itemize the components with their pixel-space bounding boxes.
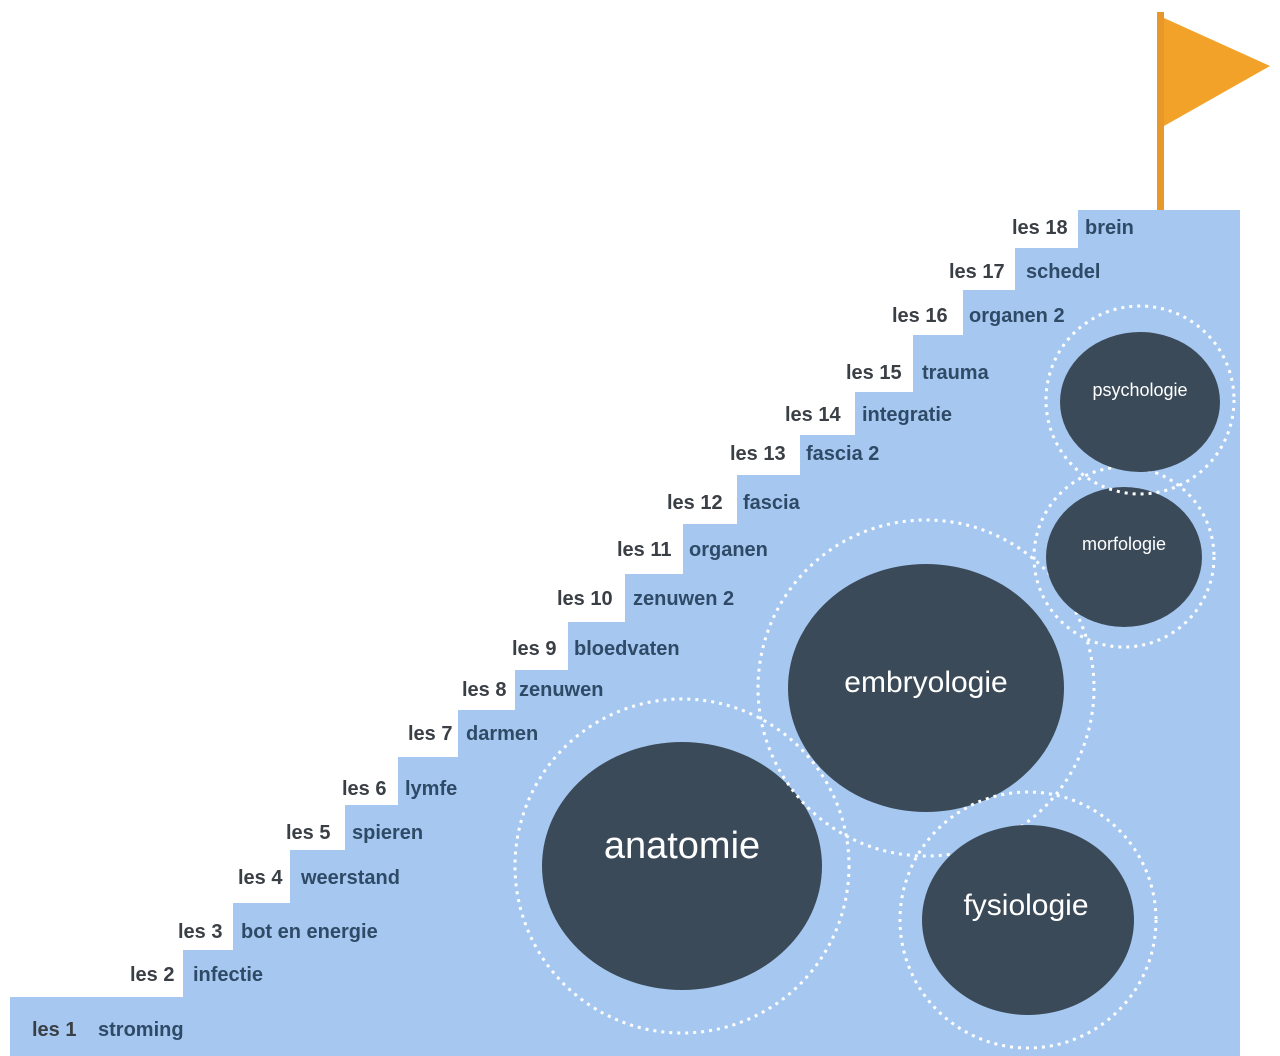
bubble-embryologie: embryologie [756,518,1096,858]
step-17-les-label: les 17 [949,261,1005,283]
bubble-psychologie-ring [1044,304,1236,496]
step-2-topic-label: infectie [193,964,263,986]
bubble-psychologie: psychologie [1044,304,1236,496]
bubble-morfologie: morfologie [1032,465,1216,649]
step-7-topic-label: darmen [466,723,538,745]
step-16-les-label: les 16 [892,305,948,327]
bubble-psychologie-disc [1060,332,1220,472]
bubble-psychologie-label: psychologie [1092,380,1187,400]
bubble-fysiologie: fysiologie [898,790,1158,1050]
step-5-les-label: les 5 [286,822,330,844]
bubble-anatomie-ring [513,697,851,1035]
step-16-topic-label: organen 2 [969,305,1065,327]
flag-icon [1164,18,1270,126]
step-4-topic-label: weerstand [300,867,400,889]
step-14-topic-label: integratie [862,404,952,426]
step-17-topic-label: schedel [1026,261,1100,283]
step-15-topic-label: trauma [922,362,990,384]
bubble-anatomie-disc [542,742,822,990]
step-5-topic-label: spieren [352,822,423,844]
staircase [10,210,1240,1056]
step-1-les-label: les 1 [32,1019,76,1041]
step-18-les-label: les 18 [1012,217,1068,239]
bubble-morfologie-ring [1032,465,1216,649]
step-2-les-label: les 2 [130,964,174,986]
step-14-les-label: les 14 [785,404,841,426]
step-12-les-label: les 12 [667,492,723,514]
step-6-topic-label: lymfe [405,778,457,800]
bubble-fysiologie-label: fysiologie [963,889,1088,922]
step-10-topic-label: zenuwen 2 [633,588,734,610]
bubble-anatomie: anatomie [513,697,851,1035]
bubble-anatomie-label: anatomie [604,825,760,867]
bubble-fysiologie-ring [898,790,1158,1050]
step-6-les-label: les 6 [342,778,386,800]
bubble-embryologie-label: embryologie [844,666,1007,699]
step-8-topic-label: zenuwen [519,679,603,701]
step-13-les-label: les 13 [730,443,786,465]
bubble-embryologie-ring [756,518,1096,858]
step-7-les-label: les 7 [408,723,452,745]
bubble-embryologie-disc [788,564,1064,812]
step-15-les-label: les 15 [846,362,902,384]
step-18-topic-label: brein [1085,217,1134,239]
step-3-les-label: les 3 [178,921,222,943]
step-11-les-label: les 11 [617,539,672,561]
step-12-topic-label: fascia [743,492,801,514]
flag-pole [1157,12,1164,210]
bubble-morfologie-label: morfologie [1082,534,1166,554]
step-8-les-label: les 8 [462,679,506,701]
step-9-topic-label: bloedvaten [574,638,680,660]
step-13-topic-label: fascia 2 [806,443,879,465]
step-10-les-label: les 10 [557,588,613,610]
bubble-fysiologie-disc [922,825,1134,1015]
bubble-morfologie-disc [1046,487,1202,627]
step-1-topic-label: stroming [98,1019,184,1041]
step-11-topic-label: organen [689,539,768,561]
step-9-les-label: les 9 [512,638,556,660]
step-3-topic-label: bot en energie [241,921,378,943]
step-4-les-label: les 4 [238,867,283,889]
